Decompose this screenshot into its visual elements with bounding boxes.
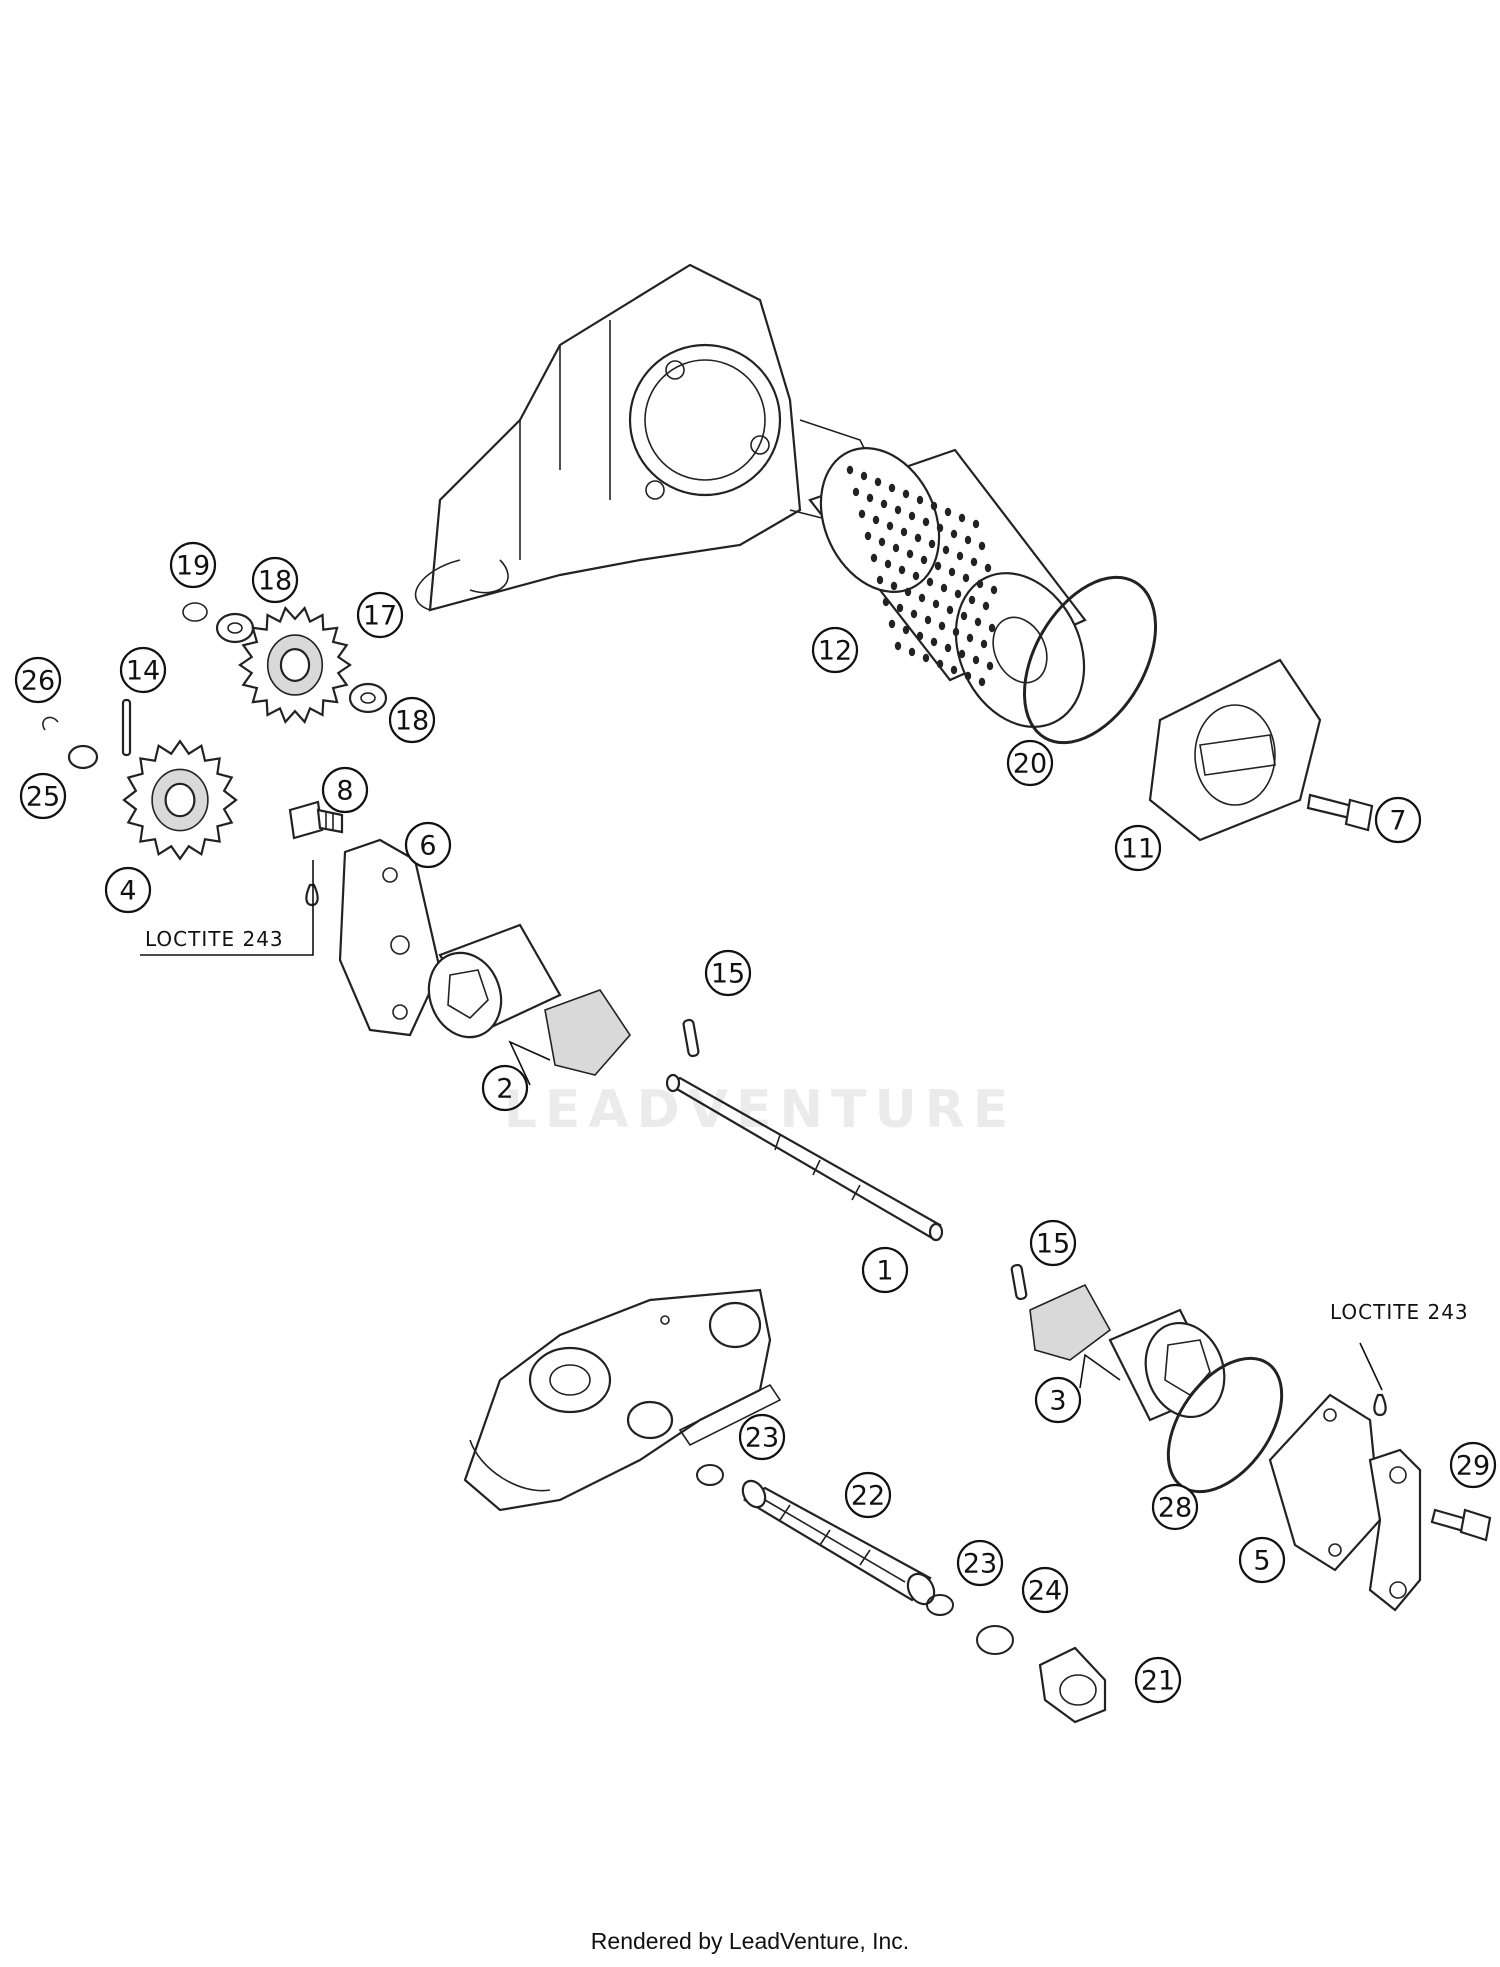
callout-14: 14 — [119, 646, 167, 694]
bolt-29 — [1430, 1508, 1492, 1542]
svg-text:19: 19 — [176, 551, 210, 582]
pump-bracket — [1368, 1448, 1422, 1612]
callout-15-2: 15 — [1029, 1219, 1077, 1267]
svg-text:29: 29 — [1456, 1451, 1490, 1482]
svg-text:18: 18 — [395, 706, 429, 737]
pin-15-upper — [682, 1018, 700, 1058]
clip-26 — [42, 716, 59, 731]
callout-29: 29 — [1449, 1441, 1497, 1489]
svg-text:14: 14 — [126, 656, 160, 687]
footer-credit: Rendered by LeadVenture, Inc. — [590, 1928, 910, 1954]
svg-text:3: 3 — [1049, 1386, 1066, 1417]
watermark-text: LEADVENTURE — [503, 1080, 1017, 1140]
callout-23: 23 — [738, 1413, 786, 1461]
callout-11: 11 — [1114, 824, 1162, 872]
svg-text:15: 15 — [711, 959, 745, 990]
svg-text:4: 4 — [119, 876, 136, 907]
o-ring-24 — [976, 1625, 1014, 1655]
loctite-note-right: LOCTITE 243 — [1330, 1300, 1469, 1324]
callout-1: 1 — [861, 1246, 909, 1294]
svg-text:5: 5 — [1253, 1546, 1270, 1577]
callout-28: 28 — [1151, 1483, 1199, 1531]
loctite-drop-right — [1373, 1393, 1387, 1417]
washer-25 — [67, 744, 99, 770]
svg-text:28: 28 — [1158, 1493, 1192, 1524]
svg-text:2: 2 — [496, 1074, 513, 1105]
oil-strainer-22 — [741, 1479, 936, 1606]
svg-text:15: 15 — [1036, 1229, 1070, 1260]
callout-25: 25 — [19, 772, 67, 820]
pin-14 — [121, 698, 132, 757]
callout-4: 4 — [104, 866, 152, 914]
svg-text:11: 11 — [1121, 834, 1155, 865]
callout-24: 24 — [1021, 1566, 1069, 1614]
svg-text:18: 18 — [258, 566, 292, 597]
upper-crankcase-housing — [414, 263, 882, 612]
lower-crankcase — [463, 1288, 782, 1512]
svg-text:1: 1 — [876, 1256, 893, 1287]
svg-text:23: 23 — [963, 1549, 997, 1580]
callout-7: 7 — [1374, 796, 1422, 844]
callout-6: 6 — [404, 821, 452, 869]
washer-18-upper — [215, 612, 255, 644]
bolt-7 — [1306, 793, 1374, 832]
oil-filter — [808, 447, 1087, 728]
callout-5: 5 — [1238, 1536, 1286, 1584]
callout-8: 8 — [321, 766, 369, 814]
screw-8 — [288, 800, 344, 840]
svg-text:17: 17 — [363, 601, 397, 632]
callout-22: 22 — [844, 1471, 892, 1519]
gear-4 — [122, 739, 238, 861]
callout-26: 26 — [14, 656, 62, 704]
plate-6 — [338, 838, 442, 1037]
pump-rotor-2 — [427, 923, 632, 1076]
svg-text:12: 12 — [818, 636, 852, 667]
callout-23-2: 23 — [956, 1539, 1004, 1587]
filter-cover — [1148, 658, 1322, 842]
leader-lines — [140, 860, 1383, 1391]
callout-12: 12 — [811, 626, 859, 674]
washer-18-lower — [348, 682, 388, 714]
svg-text:21: 21 — [1141, 1666, 1175, 1697]
cover-plate-5 — [1268, 1393, 1382, 1572]
callout-15: 15 — [704, 949, 752, 997]
callout-20: 20 — [1006, 739, 1054, 787]
loctite-note-left: LOCTITE 243 — [145, 927, 284, 951]
callout-17: 17 — [356, 591, 404, 639]
callout-21: 21 — [1134, 1656, 1182, 1704]
svg-text:22: 22 — [851, 1481, 885, 1512]
svg-text:24: 24 — [1028, 1576, 1062, 1607]
callout-19: 19 — [169, 541, 217, 589]
svg-text:26: 26 — [21, 666, 55, 697]
svg-text:25: 25 — [26, 782, 60, 813]
o-ring-23-lower — [926, 1594, 954, 1616]
callout-group: 1234567811121415151718181920212223232425… — [14, 541, 1497, 1704]
svg-text:8: 8 — [336, 776, 353, 807]
circlip-19 — [182, 602, 208, 622]
svg-text:6: 6 — [419, 831, 436, 862]
svg-text:7: 7 — [1389, 806, 1406, 837]
callout-2: 2 — [481, 1064, 529, 1112]
pump-shaft-1 — [665, 1073, 944, 1242]
pin-15-lower — [1010, 1263, 1028, 1301]
o-ring-20 — [1022, 575, 1158, 745]
loctite-drop-left — [305, 883, 319, 907]
gear-17 — [238, 606, 352, 724]
callout-18-2: 18 — [388, 696, 436, 744]
callout-18: 18 — [251, 556, 299, 604]
callout-3: 3 — [1034, 1376, 1082, 1424]
drain-plug-21 — [1038, 1646, 1107, 1724]
svg-text:20: 20 — [1013, 749, 1047, 780]
svg-text:23: 23 — [745, 1423, 779, 1454]
o-ring-23-upper — [696, 1464, 724, 1486]
